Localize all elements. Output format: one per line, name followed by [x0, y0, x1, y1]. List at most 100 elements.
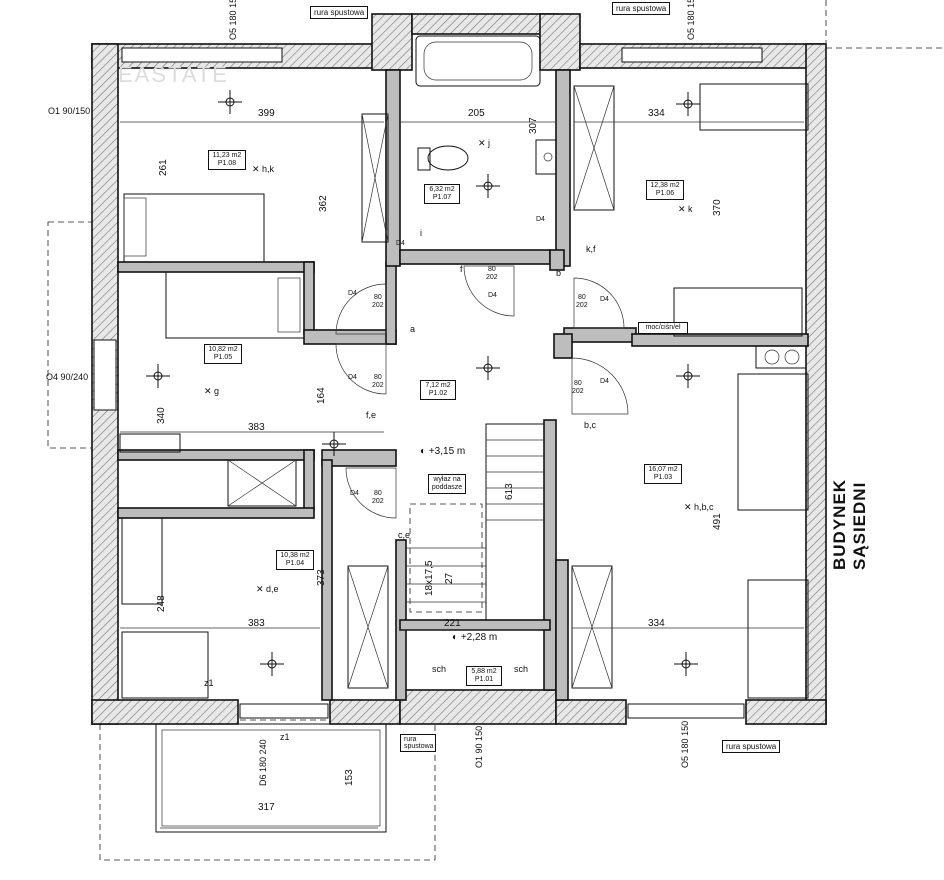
door-code: D4: [600, 378, 609, 385]
door-width: 80: [373, 294, 382, 301]
window-width: 180: [228, 10, 238, 26]
mark-f: f: [460, 264, 463, 274]
door-marker-7: D4: [396, 240, 405, 248]
bed-4: [121, 517, 163, 605]
dim-399: 399: [258, 108, 275, 119]
mark-text: h,k: [262, 164, 275, 174]
door-width: 80: [373, 490, 382, 497]
mark-text: g: [214, 386, 220, 396]
window-code: O4: [46, 372, 59, 382]
level-marker-upper: ◐ +3,15 m: [420, 446, 466, 457]
bathtub: [415, 35, 541, 87]
bay-window-outline: [47, 221, 95, 449]
window-o5-top-right: O5 180 150: [686, 0, 696, 40]
door-arc-5: [571, 357, 629, 415]
dim-153: 153: [344, 769, 355, 786]
window-height: 240: [258, 739, 268, 755]
window-width: 180: [258, 756, 268, 772]
wall-internal-5: [385, 69, 401, 267]
room-area: 7,12 m2: [425, 382, 451, 389]
window-top-left: [121, 47, 283, 63]
wall-top-right: [579, 43, 825, 69]
dim-248: 248: [156, 595, 167, 612]
watermark: EASTATE: [118, 62, 229, 87]
dim-383-bottom: 383: [248, 618, 265, 629]
wall-bottom-left: [91, 699, 239, 725]
mark-z1: z1: [204, 678, 214, 688]
dim-261: 261: [158, 159, 169, 176]
wall-internal-9: [563, 327, 637, 343]
door-marker-5: D4: [600, 378, 609, 386]
bed-1-pillow: [123, 197, 147, 257]
mark-text: j: [488, 138, 491, 148]
door-width: 80: [577, 294, 586, 301]
balcony-outline: [99, 719, 436, 861]
mark-g: ✕ g: [204, 386, 220, 396]
bathtub-inner: [423, 41, 533, 81]
room-area: 11,23 m2: [212, 152, 242, 159]
dim-340: 340: [156, 407, 167, 424]
room-code: P1.02: [428, 390, 448, 397]
wall-internal-7: [555, 69, 571, 267]
hob-ring-1: [764, 349, 780, 365]
wall-internal-18: [555, 559, 569, 701]
stair-mark-left: sch: [432, 664, 447, 674]
door-marker-1: D4: [348, 290, 357, 298]
balcony-inner: [161, 729, 381, 827]
door-code: D4: [536, 216, 545, 223]
window-height: 150: [680, 720, 690, 736]
mark-a: a: [410, 324, 416, 334]
window-width: 90: [62, 106, 73, 116]
window-code: O1: [48, 106, 61, 116]
window-height: 150: [75, 106, 91, 116]
door-height: 202: [572, 388, 584, 395]
door-marker-2: D4: [348, 374, 357, 382]
window-width: 180: [686, 10, 696, 26]
door-code: D4: [350, 490, 359, 497]
window-bottom-left: [239, 703, 329, 719]
wardrobe-1: [361, 113, 389, 243]
door-code: D4: [348, 290, 357, 297]
door-marker-6: D4: [350, 490, 359, 498]
dim-373: 373: [316, 569, 327, 586]
window-height: 150: [686, 0, 696, 8]
mark-kf: k,f: [586, 244, 596, 254]
room-code: P1.03: [653, 474, 673, 481]
downpipe-label-top-right: rura spustowa: [612, 2, 671, 15]
wall-bottom-right2: [745, 699, 827, 725]
mark-bc: b,c: [584, 420, 597, 430]
dim-221: 221: [444, 618, 461, 629]
window-height: 240: [73, 372, 89, 382]
dim-334-top: 334: [648, 108, 665, 119]
room-code: P1.05: [213, 354, 233, 361]
wardrobe-4: [347, 565, 389, 689]
wall-top-mid: [371, 13, 413, 71]
dim-205: 205: [468, 108, 485, 119]
door-code: D4: [600, 296, 609, 303]
room-code: P1.04: [285, 560, 305, 567]
mark-fe: f,e: [366, 410, 377, 420]
wall-internal-20: [399, 619, 551, 631]
window-d6-bottom: D6 180 240: [258, 739, 268, 786]
wardrobe-3: [227, 459, 297, 507]
dim-164: 164: [316, 387, 327, 404]
light-fixtures: [146, 90, 700, 676]
dim-317: 317: [258, 802, 275, 813]
window-left: [93, 339, 117, 411]
balcony: [155, 723, 387, 833]
wall-top-bath: [411, 13, 559, 35]
wall-internal-11: [631, 333, 809, 347]
mark-de: ✕ d,e: [256, 584, 279, 594]
kitchenette: [755, 345, 807, 369]
mark-text: h,b,c: [694, 502, 714, 512]
stair-count: 27: [444, 572, 455, 584]
room-area: 10,38 m2: [280, 552, 310, 559]
